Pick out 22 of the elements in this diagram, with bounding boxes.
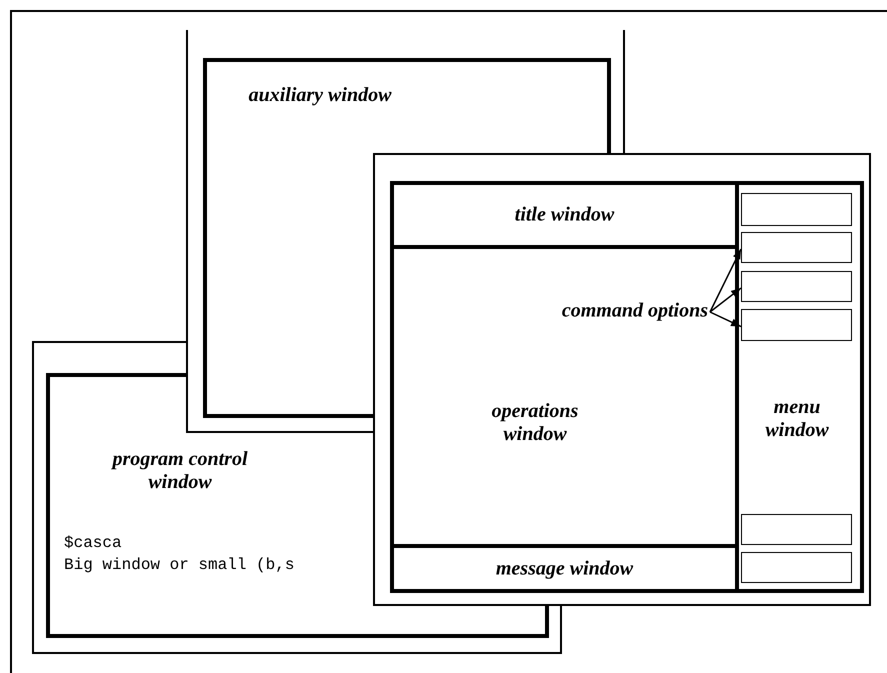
window-label: menu window — [764, 396, 830, 442]
message-pane — [390, 548, 739, 593]
option-slot — [741, 309, 852, 341]
console-text: $casca — [64, 534, 122, 552]
operations-pane — [390, 249, 739, 548]
console-text: Big window or small (b,s — [64, 556, 294, 574]
window-label: title window — [514, 204, 616, 226]
main-window-dialog — [373, 153, 871, 606]
option-slot — [741, 271, 852, 302]
option-slot — [741, 232, 852, 263]
window-label: message window — [494, 557, 634, 580]
option-slot — [741, 514, 852, 545]
title-pane — [390, 181, 739, 249]
window-label: operations window — [490, 400, 580, 446]
arrow — [710, 287, 742, 313]
window-label: auxiliary window — [248, 84, 392, 107]
arrow — [710, 311, 742, 328]
menu-pane — [739, 181, 864, 593]
arrow — [709, 248, 742, 312]
option-slot — [741, 193, 852, 226]
window-label: program control window — [110, 448, 249, 494]
option-slot — [741, 552, 852, 583]
